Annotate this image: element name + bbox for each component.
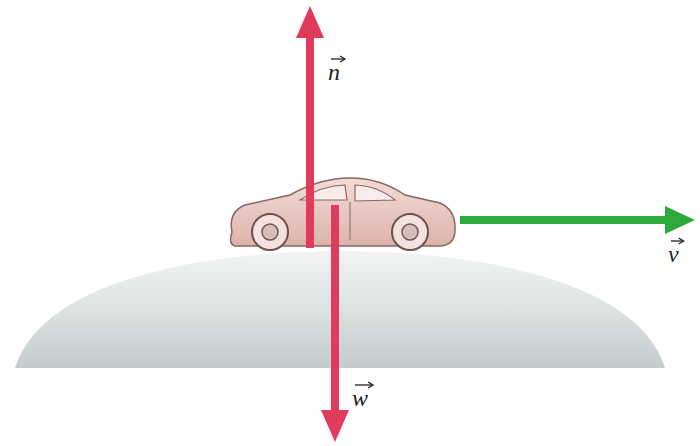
vector-label: n <box>328 52 340 84</box>
normal-force-arrow <box>296 6 324 248</box>
hill <box>15 251 665 368</box>
vector-label: w <box>352 378 368 410</box>
velocity-arrow <box>460 206 695 234</box>
vector-symbol: v <box>668 241 679 267</box>
vector-label: v <box>668 234 679 266</box>
weight-arrow <box>321 205 349 442</box>
vector-symbol: n <box>328 59 340 85</box>
car <box>231 178 456 250</box>
vector-symbol: w <box>352 385 368 411</box>
